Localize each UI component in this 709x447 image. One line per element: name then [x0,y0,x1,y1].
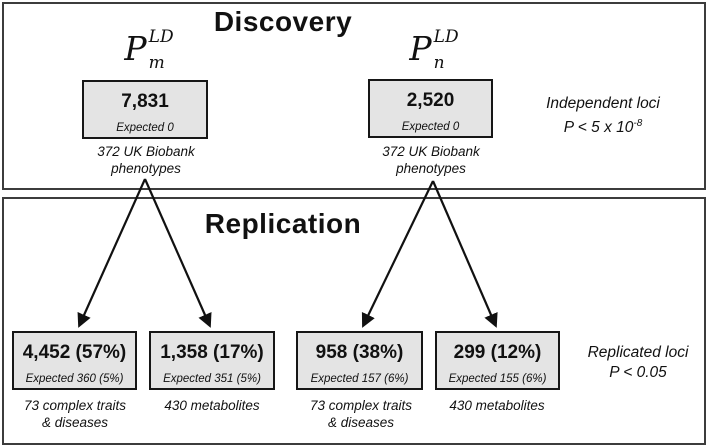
independent-loci-annotation: Independent loci P < 5 x 10-8 [546,95,660,137]
discovery-box-pm: 7,831 Expected 0 [82,80,208,139]
discovery-title: Discovery [213,6,353,37]
math-superscript: LD [148,27,174,47]
math-subscript: m [148,53,165,73]
exponent: -8 [633,118,643,129]
replication-box-metabolites-n: 299 (12%) Expected 155 (6%) [435,331,560,390]
loci-count: 299 (12%) [453,342,542,363]
expected-count: Expected 0 [116,122,174,134]
math-label-pn: P LD n [409,27,459,73]
replication-title: Replication [204,208,362,239]
discovery-caption-pn: 372 UK Biobank phenotypes [382,144,480,176]
math-base: P [409,29,432,68]
replication-caption-traits-m: 73 complex traits & diseases [23,398,127,430]
math-base: P [124,29,147,68]
loci-count: 958 (38%) [315,342,404,363]
replicated-loci-annotation: Replicated loci P < 0.05 [587,344,689,381]
expected-count: Expected 0 [401,121,460,133]
replication-box-traits-m: 4,452 (57%) Expected 360 (5%) [12,331,137,390]
loci-count: 4,452 (57%) [22,342,127,363]
discovery-caption-pm: 372 UK Biobank phenotypes [97,144,195,176]
math-superscript: LD [433,27,459,47]
expected-count: Expected 157 (6%) [310,373,409,385]
math-subscript: n [433,53,445,73]
expected-count: Expected 360 (5%) [25,373,124,385]
replication-box-traits-n: 958 (38%) Expected 157 (6%) [296,331,423,390]
replication-box-metabolites-m: 1,358 (17%) Expected 351 (5%) [149,331,275,390]
math-label-pm: P LD m [124,27,174,73]
loci-count: 2,520 [406,90,455,111]
loci-count: 7,831 [121,91,169,112]
loci-count: 1,358 (17%) [160,342,264,363]
expected-count: Expected 351 (5%) [163,373,261,385]
discovery-box-pn: 2,520 Expected 0 [368,79,493,138]
replication-caption-metabolites-n: 430 metabolites [449,398,545,413]
replication-caption-metabolites-m: 430 metabolites [164,398,260,413]
replication-caption-traits-n: 73 complex traits & diseases [309,398,413,430]
expected-count: Expected 155 (6%) [448,373,547,385]
